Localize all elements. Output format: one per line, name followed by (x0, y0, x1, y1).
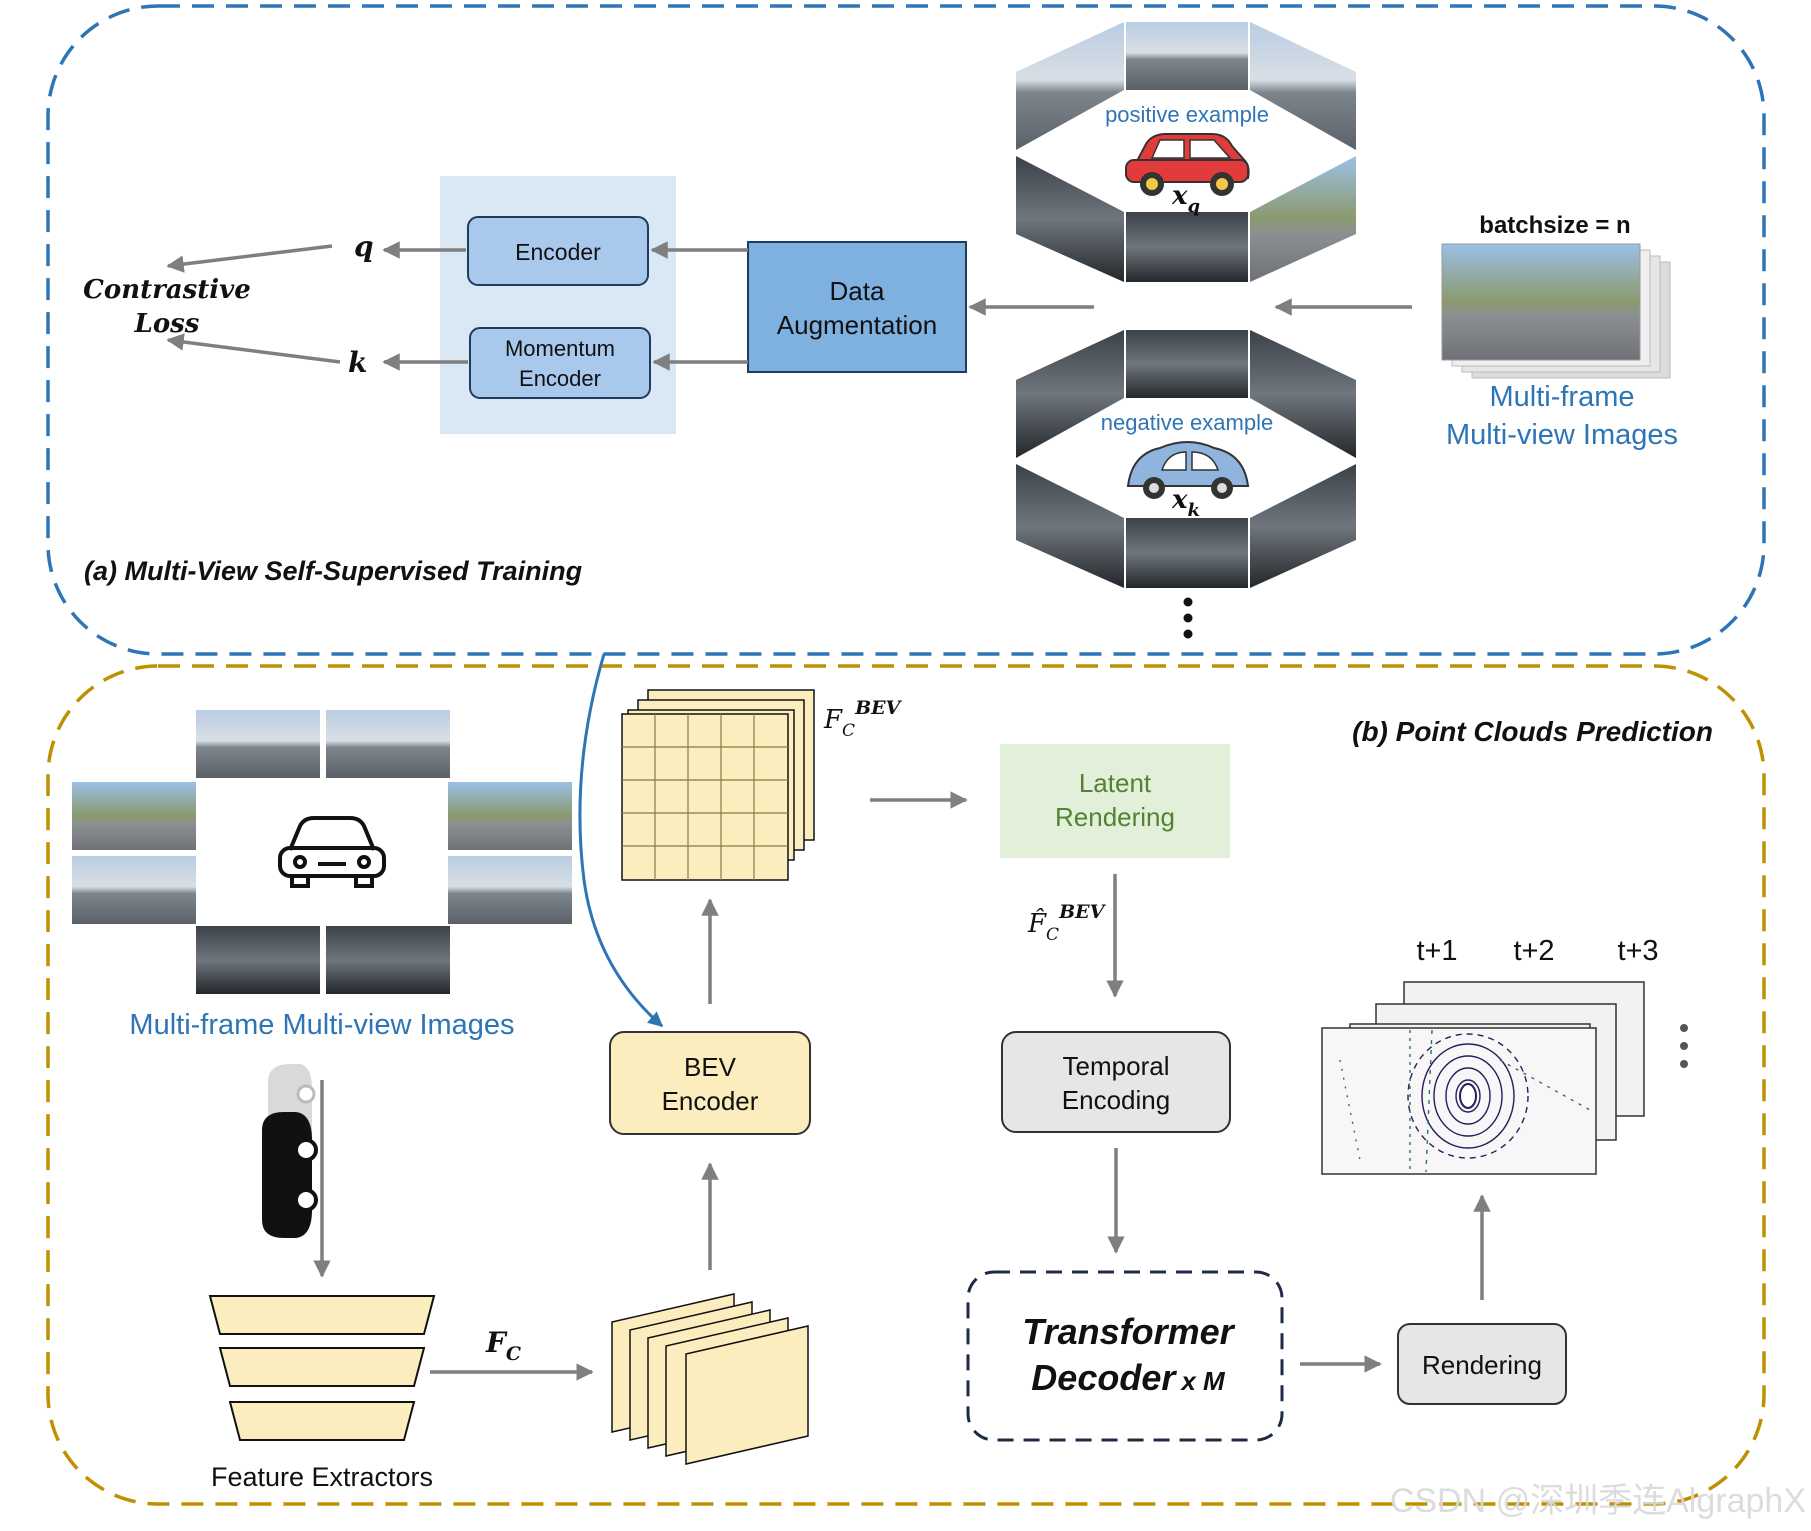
temporal-encoding-box[interactable]: Temporal Encoding (1001, 1031, 1231, 1133)
arrows-section-a (166, 241, 1412, 371)
more-frames-dots (1680, 1024, 1688, 1068)
red-car-icon (1125, 133, 1250, 196)
time-step-2: t+2 (1513, 935, 1554, 967)
rendering-box[interactable]: Rendering (1397, 1323, 1567, 1405)
section-b-title: (b) Point Clouds Prediction (1352, 716, 1713, 747)
batch-image-stack (1441, 243, 1671, 379)
watermark: CSDN @深圳季连AlgraphX (1390, 1482, 1806, 1520)
bev-encoder-label-2: Encoder (662, 1086, 759, 1116)
data-augmentation-label-2: Augmentation (777, 310, 937, 340)
encoder-label: Encoder (515, 239, 601, 265)
car-side-icon (262, 1064, 318, 1238)
transformer-decoder-label-1: Transformer (1022, 1311, 1235, 1352)
latent-rendering-box[interactable]: Latent Rendering (1000, 744, 1230, 858)
section-b-border (46, 664, 1766, 1506)
section-b-prediction: (b) Point Clouds Prediction Multi-frame … (46, 653, 1766, 1506)
contrastive-loss-label-1: Contrastive (83, 275, 251, 305)
bev-encoder-label-1: BEV (684, 1052, 737, 1082)
positive-example-label: positive example (1105, 102, 1269, 127)
section-a-training: (a) Multi-View Self-Supervised Training … (46, 4, 1766, 656)
feature-extractor-stack (208, 1295, 436, 1441)
lidar-scan-pattern (1339, 1029, 1591, 1173)
time-step-3: t+3 (1617, 935, 1658, 967)
batchsize-label: batchsize = n (1479, 212, 1630, 239)
time-step-1: t+1 (1416, 935, 1457, 967)
fc-label: FC (485, 1326, 521, 1365)
rendering-label: Rendering (1422, 1350, 1542, 1380)
f-bev-label: FCBEV (823, 697, 903, 741)
f-hat-bev-label: F̂CBEV (1027, 901, 1107, 945)
latent-rendering-label-2: Rendering (1055, 802, 1175, 832)
encoder-transfer-curve (578, 653, 664, 1028)
blue-car-icon (1126, 441, 1250, 499)
time-step-labels: t+1 t+2 t+3 (1416, 935, 1658, 967)
multi-view-images-label: Multi-frame Multi-view Images (129, 1009, 514, 1041)
data-augmentation-box[interactable]: Data Augmentation (747, 241, 967, 373)
bev-feature-grid (621, 689, 815, 881)
car-outline-icon (278, 816, 386, 888)
section-a-title: (a) Multi-View Self-Supervised Training (84, 556, 583, 586)
point-cloud-frames (1321, 981, 1645, 1175)
times-m-label: x M (1179, 1366, 1226, 1396)
latent-rendering-label-1: Latent (1079, 768, 1152, 798)
temporal-encoding-label-2: Encoding (1062, 1085, 1170, 1115)
more-examples-dots (1183, 597, 1193, 639)
q-label: q (354, 230, 374, 263)
encoder-box[interactable]: Encoder (467, 216, 649, 286)
k-label: k (348, 346, 367, 379)
momentum-encoder-box[interactable]: Momentum Encoder (469, 327, 651, 399)
positive-example-views (1016, 22, 1356, 282)
temporal-encoding-label-1: Temporal (1063, 1051, 1170, 1081)
arrow-k-to-loss (166, 333, 341, 364)
batch-images-label-2: Multi-view Images (1446, 419, 1678, 451)
surround-camera-views (72, 710, 572, 994)
data-augmentation-label-1: Data (830, 276, 885, 306)
negative-example-label: negative example (1101, 410, 1273, 435)
section-a-border (46, 4, 1766, 656)
negative-example-views (1016, 330, 1356, 588)
feature-map-stack (611, 1293, 809, 1465)
momentum-encoder-label-2: Encoder (519, 366, 601, 391)
contrastive-loss-label-2: Loss (134, 309, 200, 339)
momentum-encoder-label-1: Momentum (505, 336, 615, 361)
xq-label: xq (1171, 181, 1200, 217)
feature-extractors-label: Feature Extractors (211, 1462, 433, 1492)
batch-images-label-1: Multi-frame (1489, 381, 1634, 413)
xk-label: xk (1171, 485, 1200, 521)
bev-encoder-box[interactable]: BEV Encoder (609, 1031, 811, 1135)
transformer-decoder-label-2: Decoder (1031, 1357, 1177, 1398)
arrow-q-to-loss (166, 244, 333, 273)
